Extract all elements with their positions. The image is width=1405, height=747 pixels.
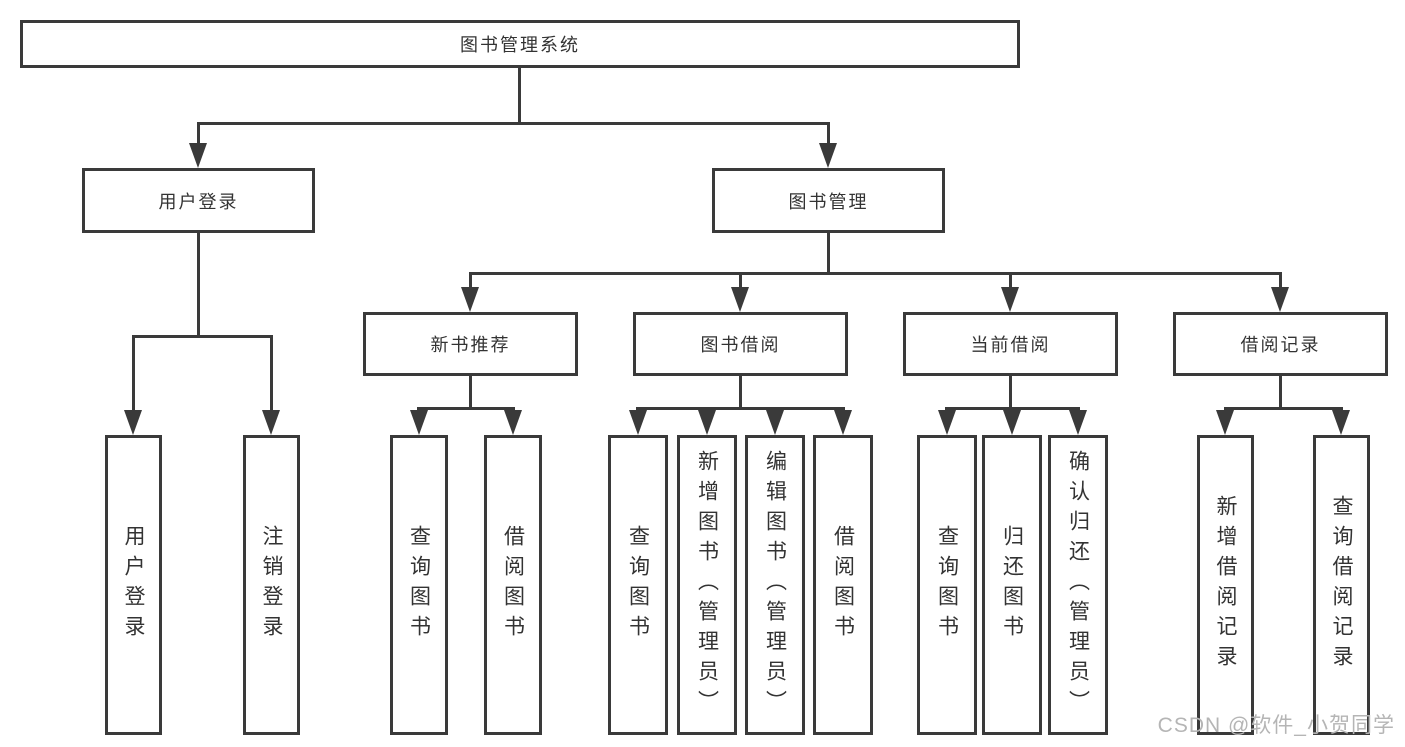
node-current-borrow: 当前借阅 (903, 312, 1118, 376)
arrow-down-icon (766, 410, 784, 435)
node-root: 图书管理系统 (20, 20, 1020, 68)
leaf-return-books: 归还图书 (982, 435, 1042, 735)
arrow-down-icon (938, 410, 956, 435)
arrow-down-icon (819, 143, 837, 168)
node-label: 新增图书（管理员） (695, 450, 719, 720)
connector-line-horizontal (417, 407, 515, 410)
arrow-down-icon (834, 410, 852, 435)
arrow-down-icon (1069, 410, 1087, 435)
node-book-management: 图书管理 (712, 168, 945, 233)
connector-line-horizontal (469, 272, 1282, 275)
arrow-down-icon (124, 410, 142, 435)
node-book-borrow: 图书借阅 (633, 312, 848, 376)
node-borrow-records: 借阅记录 (1173, 312, 1388, 376)
node-label: 确认归还（管理员） (1066, 450, 1090, 720)
node-label: 新书推荐 (430, 335, 511, 355)
arrow-down-icon (1271, 287, 1289, 312)
arrow-down-icon (1216, 410, 1234, 435)
arrow-down-icon (189, 143, 207, 168)
node-label: 新增借阅记录 (1214, 495, 1237, 675)
connector-line-vertical (132, 335, 135, 412)
node-new-book-recommend: 新书推荐 (363, 312, 578, 376)
arrow-down-icon (731, 287, 749, 312)
node-label: 图书管理 (788, 191, 869, 212)
node-label: 用户登录 (122, 525, 145, 645)
node-label: 图书借阅 (700, 335, 781, 355)
connector-line-vertical (518, 68, 521, 124)
arrow-down-icon (504, 410, 522, 435)
connector-line-vertical (270, 335, 273, 412)
arrow-down-icon (698, 410, 716, 435)
leaf-add-borrow-record: 新增借阅记录 (1197, 435, 1254, 735)
watermark-text: CSDN @软件_小贺同学 (1157, 714, 1395, 737)
arrow-down-icon (262, 410, 280, 435)
leaf-query-borrow-record: 查询借阅记录 (1313, 435, 1370, 735)
leaf-user-login: 用户登录 (105, 435, 162, 735)
node-label: 查询借阅记录 (1330, 495, 1353, 675)
node-label: 注销登录 (260, 525, 283, 645)
arrow-down-icon (410, 410, 428, 435)
leaf-query-books-current: 查询图书 (917, 435, 977, 735)
connector-line-vertical (1279, 376, 1282, 409)
node-label: 查询图书 (626, 525, 650, 645)
node-label: 借阅图书 (501, 525, 525, 645)
connector-line-vertical (469, 376, 472, 409)
connector-line-horizontal (197, 122, 830, 125)
leaf-edit-books-admin: 编辑图书（管理员） (745, 435, 805, 735)
node-label: 当前借阅 (970, 335, 1051, 355)
node-label: 查询图书 (935, 525, 959, 645)
leaf-query-books-borrow: 查询图书 (608, 435, 668, 735)
connector-line-vertical (197, 233, 200, 337)
connector-line-horizontal (1224, 407, 1343, 410)
connector-line-vertical (739, 376, 742, 409)
node-label: 借阅图书 (831, 525, 855, 645)
connector-line-vertical (827, 233, 830, 274)
node-label: 查询图书 (407, 525, 431, 645)
node-user-login: 用户登录 (82, 168, 315, 233)
leaf-borrow-books-recommend: 借阅图书 (484, 435, 542, 735)
arrow-down-icon (1003, 410, 1021, 435)
node-label: 图书管理系统 (460, 35, 580, 55)
leaf-borrow-books-borrow: 借阅图书 (813, 435, 873, 735)
connector-line-vertical (1009, 376, 1012, 409)
arrow-down-icon (629, 410, 647, 435)
node-label: 编辑图书（管理员） (763, 450, 787, 720)
connector-line-vertical (1279, 272, 1282, 289)
connector-line-horizontal (132, 335, 273, 338)
connector-line-vertical (827, 122, 830, 145)
node-label: 借阅记录 (1240, 335, 1321, 355)
leaf-confirm-return-admin: 确认归还（管理员） (1048, 435, 1108, 735)
arrow-down-icon (1001, 287, 1019, 312)
connector-line-vertical (197, 122, 200, 145)
connector-line-horizontal (636, 407, 845, 410)
connector-line-vertical (739, 272, 742, 289)
node-label: 用户登录 (158, 191, 239, 212)
leaf-add-books-admin: 新增图书（管理员） (677, 435, 737, 735)
node-label: 归还图书 (1000, 525, 1024, 645)
arrow-down-icon (1332, 410, 1350, 435)
connector-line-vertical (1009, 272, 1012, 289)
arrow-down-icon (461, 287, 479, 312)
leaf-query-books-recommend: 查询图书 (390, 435, 448, 735)
leaf-logout: 注销登录 (243, 435, 300, 735)
connector-line-vertical (469, 272, 472, 289)
